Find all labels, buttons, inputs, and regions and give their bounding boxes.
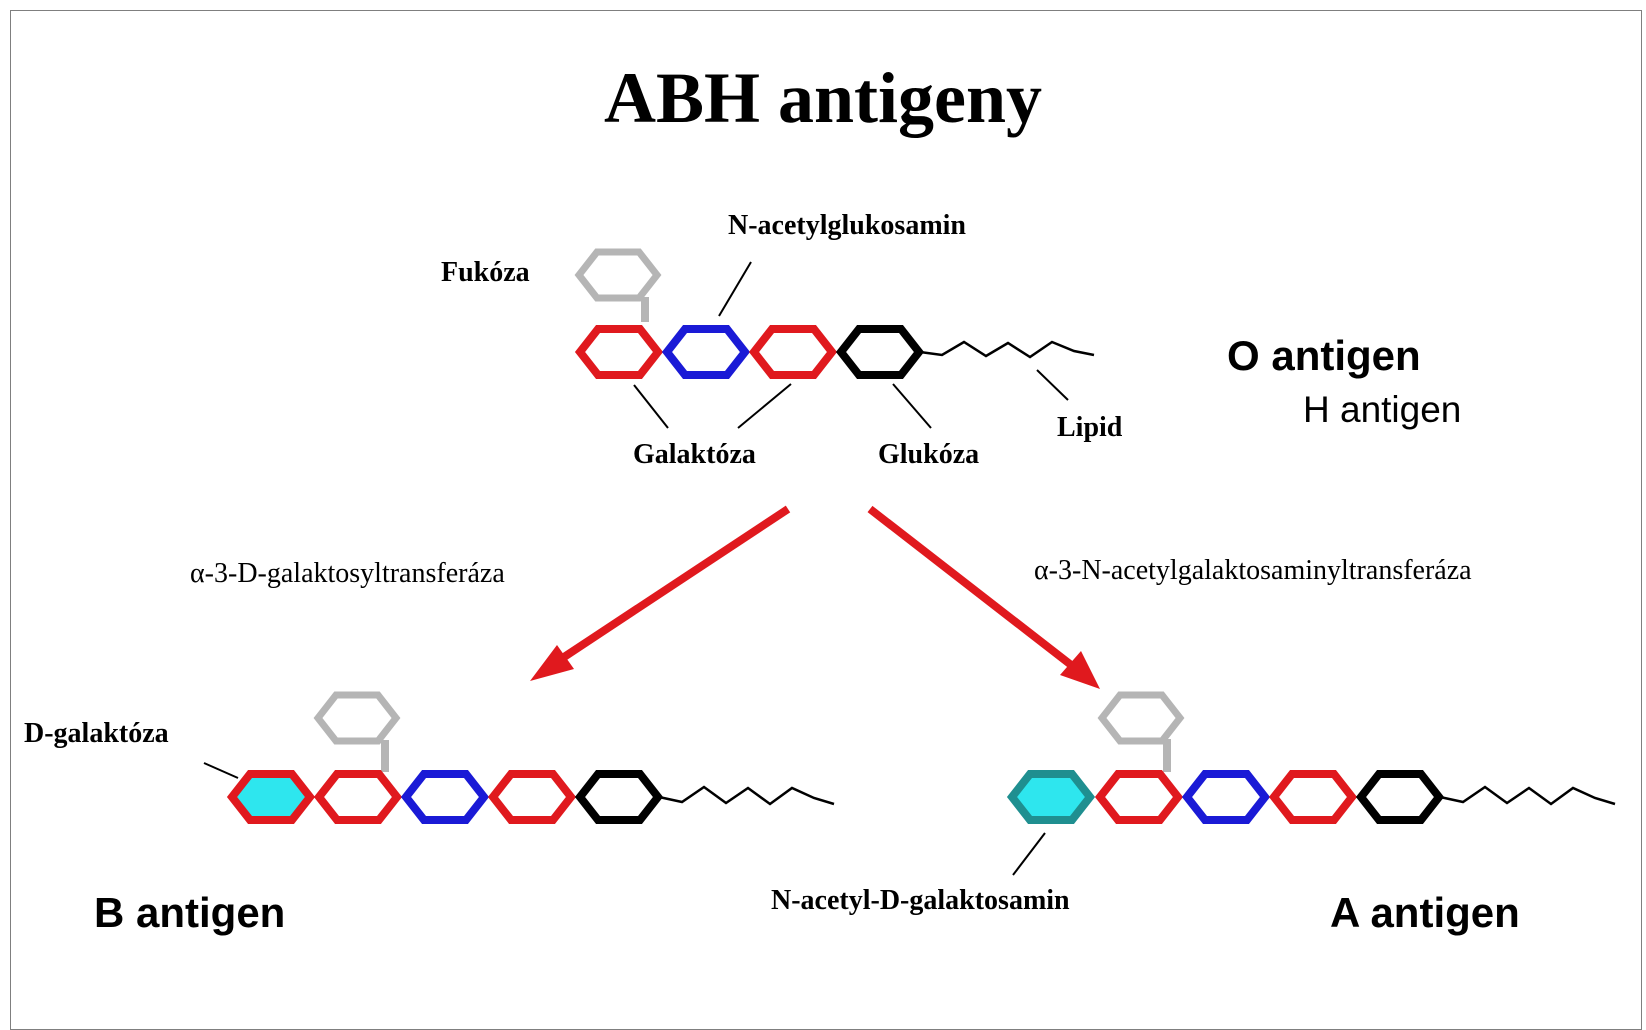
- galactose-hexagon: [574, 325, 664, 379]
- galactosaminyltransferase-label: α-3-N-acetylgalaktosaminyltransferáza: [1034, 555, 1472, 586]
- n-acetylglucosamine-hexagon: [1181, 770, 1271, 824]
- page-title: ABH antigeny: [603, 58, 1043, 138]
- galactose-hexagon: [748, 325, 838, 379]
- glucose-hexagon: [1355, 770, 1445, 824]
- leader-line: [1036, 369, 1069, 401]
- lipid-tail: [919, 340, 1095, 359]
- glucose-hexagon: [835, 325, 925, 379]
- arrow-down-right-icon: [867, 505, 1078, 672]
- galactosyltransferase-label: α-3-D-galaktosyltransferáza: [190, 558, 505, 589]
- fucose-label: Fukóza: [441, 257, 530, 288]
- d-galactose-label: D-galaktóza: [24, 718, 169, 749]
- galactose-label: Galaktóza: [633, 439, 756, 470]
- fucose-hexagon: [1097, 691, 1185, 745]
- n-acetylglucosamine-hexagon: [661, 325, 751, 379]
- fucose-hexagon: [574, 248, 662, 302]
- arrow-head: [530, 645, 574, 681]
- leader-line: [1012, 832, 1046, 876]
- galactose-hexagon: [1094, 770, 1184, 824]
- n-acetylglucosamine-label: N-acetylglukosamin: [728, 210, 966, 241]
- galactose-hexagon: [1268, 770, 1358, 824]
- d-galactose-hexagon: [226, 770, 316, 824]
- galactose-hexagon: [487, 770, 577, 824]
- fucose-hexagon: [313, 691, 401, 745]
- leader-line: [718, 261, 752, 317]
- leader-line: [737, 383, 792, 429]
- transfer-arrows: [530, 505, 1100, 689]
- b-antigen-structure: [203, 691, 835, 824]
- a-antigen-structure: [1006, 691, 1616, 876]
- lipid-label: Lipid: [1057, 412, 1123, 443]
- galactose-hexagon: [313, 770, 403, 824]
- o-antigen-title: O antigen: [1227, 332, 1421, 379]
- n-acetylglucosamine-hexagon: [400, 770, 490, 824]
- b-antigen-title: B antigen: [94, 889, 286, 936]
- n-acetyl-d-galactosamine-hexagon: [1006, 770, 1096, 824]
- lipid-tail: [658, 785, 835, 806]
- arrow-head: [1060, 651, 1100, 689]
- leader-line: [203, 762, 239, 779]
- arrow-down-left-icon: [552, 505, 791, 667]
- o-antigen-structure: [574, 248, 1095, 429]
- diagram-frame: [10, 10, 1642, 1030]
- glucose-label: Glukóza: [878, 439, 980, 470]
- lipid-tail: [1439, 785, 1616, 806]
- glucose-hexagon: [574, 770, 664, 824]
- leader-line: [633, 384, 669, 429]
- n-acetylgalactosamine-label: N-acetyl-D-galaktosamin: [771, 885, 1070, 916]
- h-antigen-subtitle: H antigen: [1303, 389, 1462, 430]
- a-antigen-title: A antigen: [1330, 889, 1520, 936]
- leader-line: [892, 383, 932, 429]
